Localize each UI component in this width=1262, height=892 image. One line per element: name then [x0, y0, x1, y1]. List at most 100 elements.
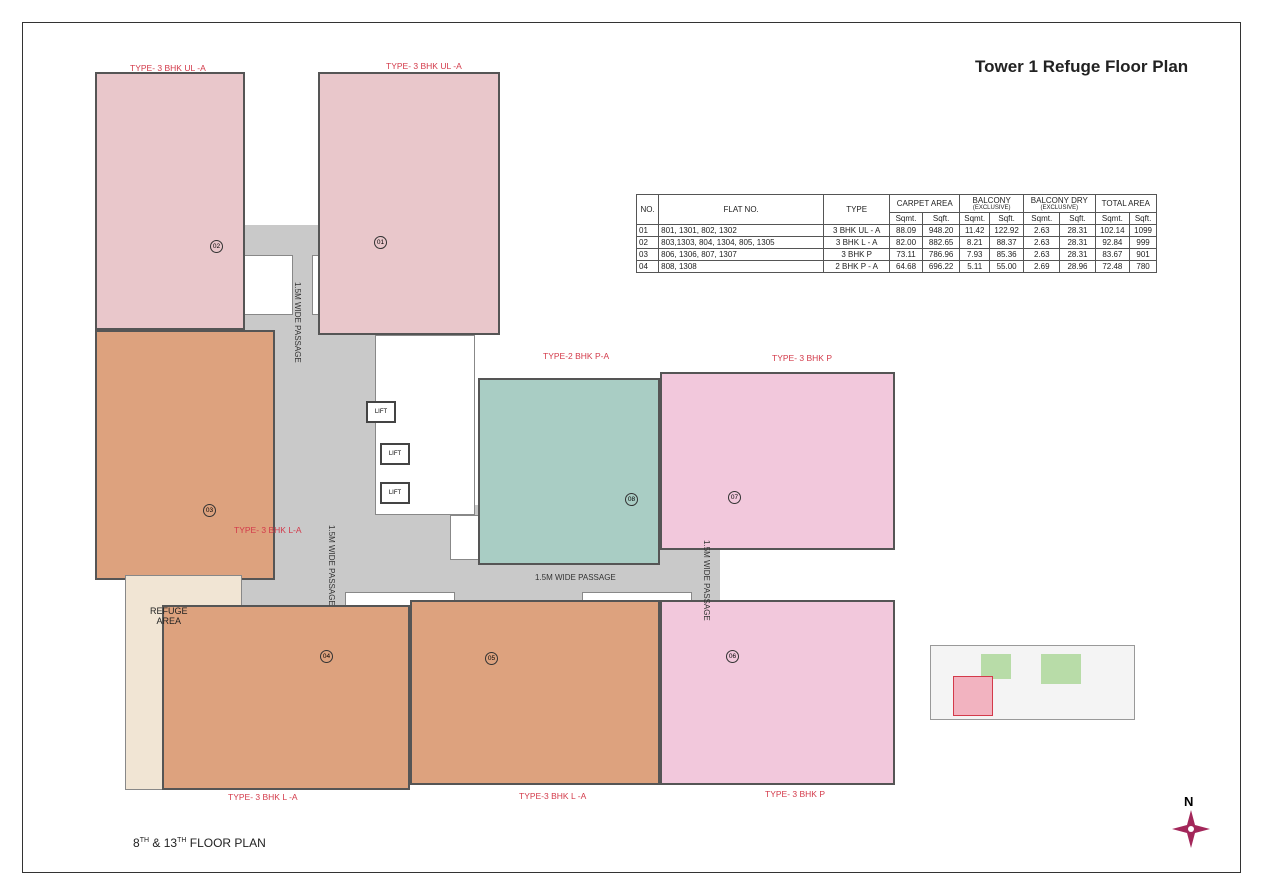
- cell-carpet_sqmt: 64.68: [889, 260, 923, 273]
- cell-bal_sqft: 85.36: [989, 248, 1025, 261]
- cell-no: 01: [635, 224, 660, 237]
- cell-carpet_sqft: 948.20: [921, 224, 961, 237]
- refuge-area-label: REFUGE AREA: [150, 606, 188, 626]
- type-label: TYPE- 3 BHK P: [765, 789, 825, 799]
- unit-number: 08: [625, 493, 638, 506]
- cell-bal_sqmt: 7.93: [959, 248, 991, 261]
- passage-label: 1.5M WIDE PASSAGE: [702, 540, 711, 621]
- cell-total_sqft: 780: [1129, 260, 1157, 273]
- lift: LIFT: [380, 443, 410, 465]
- sub-sqmt: Sqmt.: [1094, 212, 1131, 225]
- compass-icon: [1172, 810, 1210, 848]
- cell-dry_sqmt: 2.63: [1023, 248, 1061, 261]
- cell-bal_sqft: 88.37: [989, 236, 1025, 249]
- cell-total_sqmt: 83.67: [1094, 248, 1131, 261]
- cell-bal_sqft: 122.92: [989, 224, 1025, 237]
- sub-sqft: Sqft.: [989, 212, 1025, 225]
- cell-total_sqft: 999: [1129, 236, 1157, 249]
- cell-total_sqmt: 72.48: [1094, 260, 1131, 273]
- north-label: N: [1184, 794, 1194, 809]
- sub-sqmt: Sqmt.: [889, 212, 923, 225]
- col-flat-no: FLAT NO.: [658, 194, 825, 225]
- cell-carpet_sqmt: 82.00: [889, 236, 923, 249]
- lift: LIFT: [366, 401, 396, 423]
- unit-05: [410, 600, 660, 785]
- sub-sqmt: Sqmt.: [1023, 212, 1061, 225]
- cell-type: 3 BHK UL - A: [823, 224, 891, 237]
- sub-sqft: Sqft.: [1129, 212, 1157, 225]
- unit-07: [660, 372, 895, 550]
- type-label: TYPE- 3 BHK L-A: [234, 525, 302, 535]
- cell-carpet_sqmt: 88.09: [889, 224, 923, 237]
- cell-dry_sqmt: 2.63: [1023, 224, 1061, 237]
- unit-01: [318, 72, 500, 335]
- cell-dry_sqmt: 2.69: [1023, 260, 1061, 273]
- type-label: TYPE-2 BHK P-A: [543, 351, 610, 361]
- type-label: TYPE- 3 BHK P: [772, 353, 832, 363]
- cell-type: 3 BHK P: [823, 248, 891, 261]
- col-balcony: BALCONY(EXCLUSIVE): [959, 194, 1025, 213]
- unit-02: [95, 72, 245, 330]
- col-total: TOTAL AREA: [1094, 194, 1158, 213]
- cell-total_sqmt: 92.84: [1094, 236, 1131, 249]
- unit-number: 06: [726, 650, 739, 663]
- unit-number: 02: [210, 240, 223, 253]
- cell-total_sqmt: 102.14: [1094, 224, 1131, 237]
- cell-bal_sqft: 55.00: [989, 260, 1025, 273]
- cell-bal_sqmt: 5.11: [959, 260, 991, 273]
- type-label: TYPE-3 BHK L -A: [519, 791, 587, 801]
- page-title: Tower 1 Refuge Floor Plan: [975, 57, 1189, 76]
- passage-label: 1.5M WIDE PASSAGE: [327, 525, 336, 606]
- col-balcony-dry: BALCONY DRY(EXCLUSIVE): [1023, 194, 1096, 213]
- passage-label: 1.5M WIDE PASSAGE: [293, 282, 302, 363]
- unit-06: [660, 600, 895, 785]
- unit-number: 03: [203, 504, 216, 517]
- sub-sqft: Sqft.: [921, 212, 961, 225]
- type-label: TYPE- 3 BHK L -A: [228, 792, 298, 802]
- cell-total_sqft: 1099: [1129, 224, 1157, 237]
- cell-carpet_sqft: 882.65: [921, 236, 961, 249]
- col-carpet: CARPET AREA: [889, 194, 961, 213]
- type-label: TYPE- 3 BHK UL -A: [386, 61, 462, 71]
- key-plan: [930, 645, 1135, 720]
- cell-dry_sqft: 28.31: [1059, 224, 1096, 237]
- area-table: NO. FLAT NO. TYPE CARPET AREA BALCONY(EX…: [635, 194, 1158, 273]
- cell-dry_sqft: 28.96: [1059, 260, 1096, 273]
- key-plan-green: [1041, 654, 1081, 684]
- cell-flats: 801, 1301, 802, 1302: [658, 224, 825, 237]
- cell-flats: 806, 1306, 807, 1307: [658, 248, 825, 261]
- cell-flats: 803,1303, 804, 1304, 805, 1305: [658, 236, 825, 249]
- col-no: NO.: [635, 194, 660, 225]
- sub-sqft: Sqft.: [1059, 212, 1096, 225]
- cell-dry_sqmt: 2.63: [1023, 236, 1061, 249]
- col-type: TYPE: [823, 194, 891, 225]
- cell-bal_sqmt: 8.21: [959, 236, 991, 249]
- passage-label: 1.5M WIDE PASSAGE: [535, 573, 616, 582]
- cell-carpet_sqft: 786.96: [921, 248, 961, 261]
- cell-dry_sqft: 28.31: [1059, 248, 1096, 261]
- unit-08: [478, 378, 660, 565]
- unit-number: 07: [728, 491, 741, 504]
- cell-no: 04: [635, 260, 660, 273]
- cell-type: 3 BHK L - A: [823, 236, 891, 249]
- unit-04: [162, 605, 410, 790]
- cell-bal_sqmt: 11.42: [959, 224, 991, 237]
- cell-no: 02: [635, 236, 660, 249]
- cell-carpet_sqft: 696.22: [921, 260, 961, 273]
- unit-number: 04: [320, 650, 333, 663]
- floor-plan-caption: 8TH & 13TH FLOOR PLAN: [133, 836, 266, 850]
- unit-03: [95, 330, 275, 580]
- cell-flats: 808, 1308: [658, 260, 825, 273]
- unit-number: 01: [374, 236, 387, 249]
- sub-sqmt: Sqmt.: [959, 212, 991, 225]
- type-label: TYPE- 3 BHK UL -A: [130, 63, 206, 73]
- cell-no: 03: [635, 248, 660, 261]
- key-plan-green: [981, 654, 1011, 679]
- cell-total_sqft: 901: [1129, 248, 1157, 261]
- cell-carpet_sqmt: 73.11: [889, 248, 923, 261]
- unit-number: 05: [485, 652, 498, 665]
